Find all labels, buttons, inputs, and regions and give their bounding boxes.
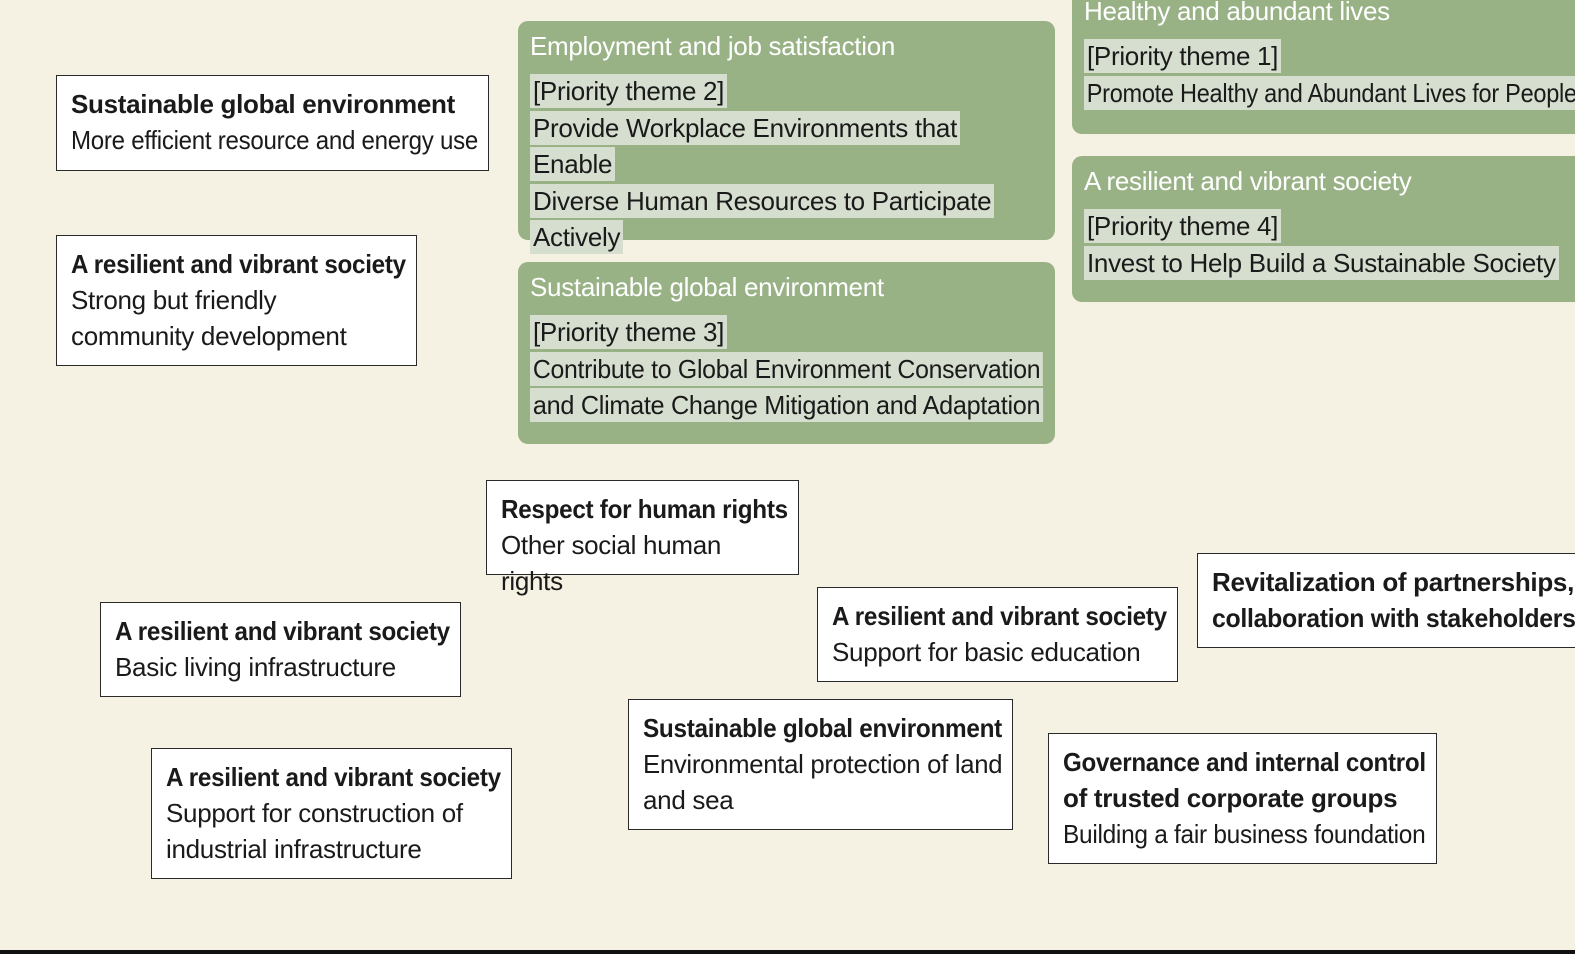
issue-box-resource-energy: Sustainable global environment More effi…	[56, 75, 489, 171]
priority-theme-text: Contribute to Global Environment Conserv…	[530, 351, 1044, 386]
priority-box-healthy: Healthy and abundant lives [Priority the…	[1072, 0, 1575, 134]
issue-box-governance: Governance and internal control of trust…	[1048, 733, 1437, 864]
issue-box-land-sea: Sustainable global environment Environme…	[628, 699, 1013, 830]
issue-box-heading: A resilient and vibrant society	[115, 616, 450, 646]
issue-box-heading: Respect for human rights	[501, 494, 788, 524]
priority-box-environment: Sustainable global environment [Priority…	[518, 262, 1055, 444]
issue-box-heading: Sustainable global environment	[71, 89, 455, 119]
priority-theme-text: and Climate Change Mitigation and Adapta…	[530, 388, 1044, 422]
issue-box-text: Strong but friendly	[71, 285, 277, 315]
issue-box-heading: Revitalization of partnerships,	[1212, 567, 1574, 597]
issue-box-text: Environmental protection of land	[643, 749, 1003, 779]
issue-box-text: Other social human rights	[501, 530, 722, 596]
issue-box-human-rights: Respect for human rights Other social hu…	[486, 480, 799, 596]
issue-box-heading: of trusted corporate groups	[1063, 783, 1398, 813]
issue-box-text: and sea	[643, 785, 734, 815]
issue-box-heading: A resilient and vibrant society	[166, 762, 501, 792]
priority-box-title: Sustainable global environment	[530, 272, 884, 302]
priority-theme-text: Provide Workplace Environments that Enab…	[530, 110, 960, 181]
priority-box-title: A resilient and vibrant society	[1084, 166, 1412, 196]
issue-box-community: A resilient and vibrant society Strong b…	[56, 235, 417, 366]
priority-theme-label: [Priority theme 4]	[1084, 209, 1282, 243]
priority-box-title: Employment and job satisfaction	[530, 31, 896, 61]
issue-box-heading: A resilient and vibrant society	[71, 249, 406, 279]
priority-box-title: Healthy and abundant lives	[1084, 0, 1390, 26]
priority-box-resilient: A resilient and vibrant society [Priorit…	[1072, 156, 1575, 302]
issue-box-education: A resilient and vibrant society Support …	[817, 587, 1178, 682]
priority-theme-text: Promote Healthy and Abundant Lives for P…	[1084, 75, 1575, 110]
issue-box-text: community development	[71, 321, 347, 351]
issue-box-industrial-infrastructure: A resilient and vibrant society Support …	[151, 748, 512, 879]
issue-box-text: More efficient resource and energy use	[71, 125, 478, 155]
issue-box-heading: Sustainable global environment	[643, 713, 1003, 743]
priority-theme-text: Actively	[530, 220, 624, 254]
priority-theme-text: Invest to Help Build a Sustainable Socie…	[1084, 245, 1559, 280]
issue-box-heading: A resilient and vibrant society	[832, 601, 1167, 631]
issue-box-text: industrial infrastructure	[166, 834, 422, 864]
priority-theme-label: [Priority theme 3]	[530, 315, 728, 349]
issue-box-heading: Governance and internal control	[1063, 747, 1426, 777]
issue-box-text: Support for construction of	[166, 798, 463, 828]
bottom-rule	[0, 950, 1575, 969]
issue-box-text: Support for basic education	[832, 637, 1141, 667]
issue-box-text: Basic living infrastructure	[115, 652, 396, 682]
issue-box-living-infrastructure: A resilient and vibrant society Basic li…	[100, 602, 461, 697]
issue-box-partnerships: Revitalization of partnerships, collabor…	[1197, 553, 1575, 648]
priority-box-employment: Employment and job satisfaction [Priorit…	[518, 21, 1055, 254]
issue-box-text: Building a fair business foundation	[1063, 819, 1426, 849]
priority-theme-label: [Priority theme 2]	[530, 74, 728, 108]
priority-theme-text: Diverse Human Resources to Participate	[530, 183, 995, 218]
priority-theme-label: [Priority theme 1]	[1084, 39, 1282, 73]
issue-box-heading: collaboration with stakeholders	[1212, 603, 1575, 633]
